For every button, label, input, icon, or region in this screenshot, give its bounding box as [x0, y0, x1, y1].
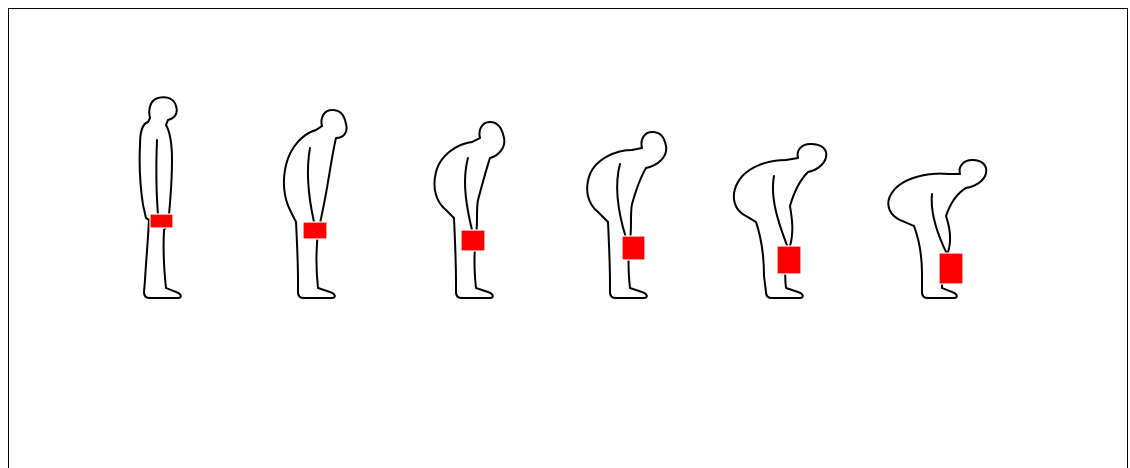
- figure-4-crate: [622, 236, 645, 260]
- figure-5-half-squat: [734, 144, 826, 298]
- figure-4-deep-bend: [587, 132, 666, 298]
- figure-1-upright: [140, 97, 181, 298]
- figure-1-crate: [150, 214, 173, 228]
- figure-2-crate: [303, 222, 327, 239]
- figure-3-silhouette: [434, 122, 504, 298]
- figure-2-slight-bend: [284, 110, 347, 298]
- figure-2-silhouette: [284, 110, 347, 298]
- figure-5-silhouette: [734, 144, 826, 298]
- figure-6-deep-squat: [888, 160, 986, 298]
- figure-3-crate: [461, 230, 485, 251]
- figure-1-silhouette: [140, 97, 181, 298]
- figure-3-moderate-bend: [434, 122, 504, 298]
- figure-6-crate: [939, 253, 963, 284]
- figure-5-crate: [777, 246, 801, 274]
- figure-4-silhouette: [587, 132, 666, 298]
